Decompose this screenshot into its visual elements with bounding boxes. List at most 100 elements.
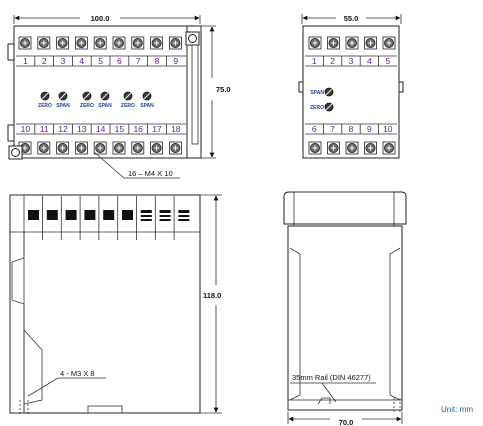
front-top-screw-icon [131, 36, 145, 50]
front-body-right-flange [186, 25, 202, 159]
bottom-side-rail-callout: 35mm Rail (DIN 46277) [292, 373, 371, 382]
front-top-terminal-numbers: 1 2 3 4 5 6 7 8 9 [23, 56, 178, 66]
bottom-side-left-profile [289, 247, 301, 401]
front-top-screw-icon [37, 36, 51, 50]
side-bottom-screw-icon [327, 141, 340, 155]
front-top-screw-icon [75, 36, 88, 50]
bottom-front-height-dimension: 118.0 [203, 291, 221, 300]
bottom-side-rail-band [287, 399, 403, 411]
unit-note: Unit: mm [441, 405, 473, 414]
side-bottom-screw-icon [382, 141, 396, 155]
bottom-front-screw-callout: 4 - M3 X 8 [60, 369, 95, 378]
front-top-screw-icon [150, 36, 164, 50]
side-left-clip [298, 81, 304, 93]
front-bottom-screw-icon [56, 141, 69, 155]
front-pot-4-icon: SPAN [98, 91, 112, 109]
front-corner-screw-bottom-left [8, 145, 23, 160]
side-bottom-terminal-numbers: 6 7 8 9 10 [312, 124, 393, 134]
front-top-terminal-4: 4 [79, 56, 84, 66]
bottom-front-slot [159, 210, 171, 221]
front-top-terminal-5: 5 [98, 56, 103, 66]
side-right-clip [398, 81, 404, 93]
front-bottom-terminal-2: 11 [40, 124, 49, 134]
front-bottom-terminal-6: 15 [115, 124, 125, 134]
side-top-terminal-3: 3 [349, 56, 354, 66]
front-top-screw-icon [93, 36, 107, 50]
front-bottom-terminal-1: 10 [21, 124, 31, 134]
front-bottom-screw-icon [131, 141, 145, 155]
front-pot-1-icon-label: ZERO [38, 103, 52, 109]
side-pot-zero-icon-label: ZERO [310, 105, 324, 111]
front-top-screw-icon [18, 36, 32, 50]
front-bottom-screw-row [18, 141, 182, 155]
front-bottom-terminal-5: 14 [96, 124, 106, 134]
front-top-terminal-1: 1 [23, 56, 28, 66]
bottom-front-terminal-slots [28, 210, 190, 221]
front-bottom-screw-icon [93, 141, 107, 155]
side-top-screw-icon [382, 36, 396, 50]
side-bottom-terminal-3: 8 [349, 124, 354, 134]
front-top-terminal-8: 8 [155, 56, 160, 66]
bottom-front-slot [140, 210, 152, 221]
front-clip-left-top [7, 43, 15, 61]
bottom-side-width-dimension: 70.0 [339, 418, 354, 426]
bottom-side-top-cap [283, 191, 407, 225]
front-pot-2-icon-label: SPAN [56, 103, 70, 109]
side-top-terminal-4: 4 [367, 56, 372, 66]
bottom-side-right-profile [389, 247, 401, 401]
side-bottom-terminal-1: 6 [312, 124, 317, 134]
front-clip-left-bottom [7, 124, 15, 142]
front-screw-callout: 16 – M4 X 10 [128, 169, 173, 178]
side-top-terminal-2: 2 [330, 56, 335, 66]
front-top-terminal-2: 2 [42, 56, 47, 66]
front-bottom-terminal-4: 13 [77, 124, 87, 134]
bottom-front-base-tab [87, 405, 123, 414]
bottom-front-slot [103, 210, 115, 220]
side-top-screw-icon [308, 36, 322, 50]
bottom-front-slot [178, 210, 190, 221]
front-bottom-screw-icon [150, 141, 164, 155]
front-top-terminal-3: 3 [61, 56, 66, 66]
bottom-side-rail-clip [317, 397, 331, 405]
front-bottom-screw-icon [75, 141, 88, 155]
front-top-terminal-6: 6 [117, 56, 122, 66]
bottom-front-slot-dividers [42, 196, 175, 240]
front-top-terminal-7: 7 [136, 56, 141, 66]
side-bottom-terminal-5: 10 [383, 124, 393, 134]
front-potentiometers: ZERO SPAN ZERO SPAN ZERO SPAN [38, 91, 154, 109]
front-top-terminal-9: 9 [173, 56, 178, 66]
front-pot-6-icon: SPAN [140, 91, 154, 109]
bottom-front-slot [46, 210, 58, 220]
side-width-dimension: 55.0 [344, 14, 359, 23]
front-pot-5-icon: ZERO [121, 91, 135, 109]
bottom-front-slot [84, 210, 96, 220]
side-top-screw-icon [364, 36, 377, 50]
front-pot-3-icon-label: ZERO [80, 103, 94, 109]
side-bottom-terminal-4: 9 [367, 124, 372, 134]
front-height-dimension: 75.0 [216, 85, 231, 94]
bottom-front-outline [9, 194, 201, 414]
bottom-front-slot [65, 210, 77, 220]
side-bottom-screw-icon [308, 141, 322, 155]
side-top-terminal-1: 1 [312, 56, 317, 66]
front-pot-2-icon: SPAN [56, 91, 70, 109]
side-bottom-terminal-2: 7 [330, 124, 335, 134]
bottom-front-view: 118.0 4 - M3 X 8 [9, 194, 222, 416]
side-pot-zero-icon: ZERO [310, 102, 334, 112]
bottom-front-slot [28, 210, 39, 220]
side-top-screw-row [308, 36, 396, 50]
side-top-screw-icon [345, 36, 359, 50]
front-top-screw-row [18, 36, 182, 50]
bottom-front-slot [122, 210, 133, 220]
front-bottom-screw-icon [37, 141, 51, 155]
front-pot-6-icon-label: SPAN [140, 103, 154, 109]
front-pot-3-icon: ZERO [80, 91, 94, 109]
side-top-screw-icon [327, 36, 340, 50]
side-bottom-screw-row [308, 141, 396, 155]
front-width-dimension: 100.0 [91, 14, 110, 23]
